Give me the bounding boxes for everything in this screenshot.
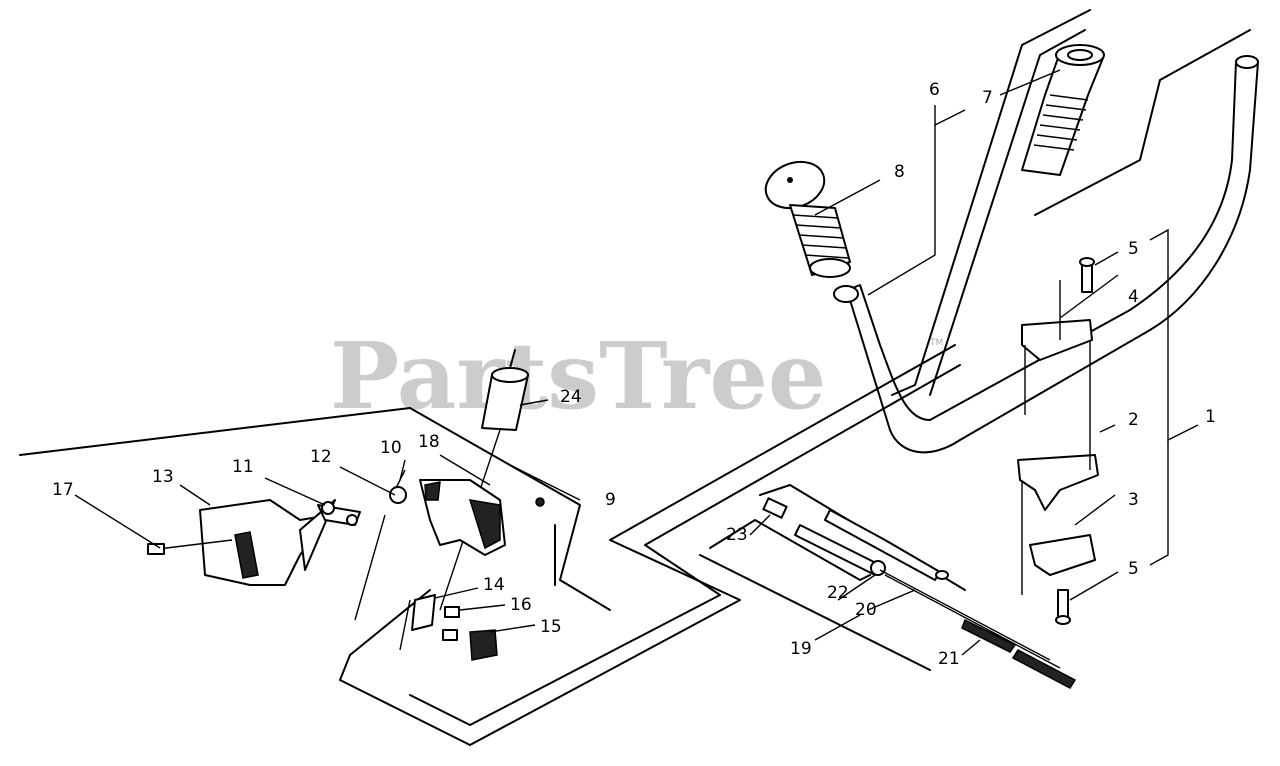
callout-8: 8 xyxy=(894,162,905,182)
callout-14: 14 xyxy=(483,575,505,595)
callout-19: 19 xyxy=(790,639,812,659)
part-12-spring xyxy=(389,469,407,504)
callout-20: 20 xyxy=(855,600,877,620)
watermark-text: PartsTree xyxy=(330,322,826,430)
callout-5-bottom: 5 xyxy=(1128,559,1139,579)
throttle-housing-frame xyxy=(19,344,961,746)
callout-3: 3 xyxy=(1128,490,1139,510)
callout-18: 18 xyxy=(418,432,440,452)
clamp-assembly xyxy=(1017,257,1099,625)
part-10-trigger-body xyxy=(419,479,545,556)
callout-4: 4 xyxy=(1128,287,1139,307)
parts-14-15-16 xyxy=(354,514,498,661)
callout-21: 21 xyxy=(938,649,960,669)
part-24-cap xyxy=(439,349,529,611)
part-11-lever xyxy=(317,501,361,526)
callout-16: 16 xyxy=(510,595,532,615)
callout-22: 22 xyxy=(827,583,849,603)
watermark-trademark: TM xyxy=(929,338,943,348)
callout-11: 11 xyxy=(232,457,254,477)
callout-6: 6 xyxy=(929,80,940,100)
callout-12: 12 xyxy=(310,447,332,467)
grip-8 xyxy=(764,160,851,278)
callout-7: 7 xyxy=(982,88,993,108)
part-13-housing xyxy=(147,499,336,586)
callout-15: 15 xyxy=(540,617,562,637)
handle-bar-tube xyxy=(833,55,1259,454)
callout-10: 10 xyxy=(380,438,402,458)
leader-lines xyxy=(74,69,1199,656)
callout-24: 24 xyxy=(560,387,582,407)
callout-13: 13 xyxy=(152,467,174,487)
handle-extension xyxy=(891,9,1251,396)
callout-9: 9 xyxy=(605,490,616,510)
cable-assembly xyxy=(699,484,1077,689)
grip-7 xyxy=(1021,44,1105,176)
callout-5-top: 5 xyxy=(1128,239,1139,259)
callout-labels: 1 2 3 4 5 5 6 7 8 9 10 11 12 13 14 15 16… xyxy=(52,80,1216,669)
callout-17: 17 xyxy=(52,480,74,500)
callout-2: 2 xyxy=(1128,410,1139,430)
callout-1: 1 xyxy=(1205,407,1216,427)
callout-23: 23 xyxy=(726,525,748,545)
